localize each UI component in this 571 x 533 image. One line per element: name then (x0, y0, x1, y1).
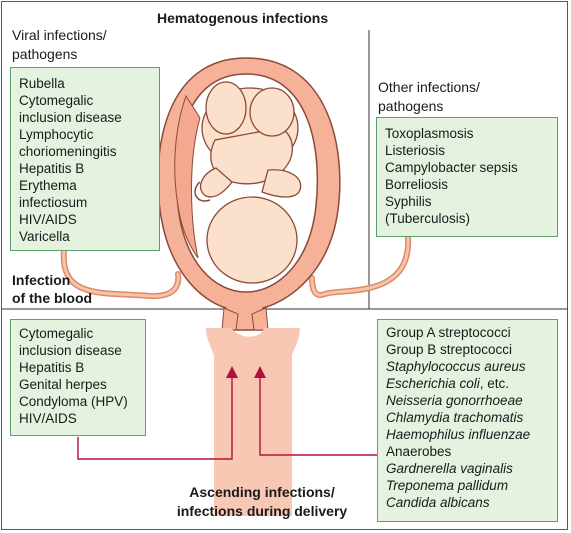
bacteria-item: Group B streptococci (386, 342, 513, 357)
ascending-left-item: inclusion disease (19, 343, 122, 358)
viral-item: Varicella (19, 229, 70, 244)
bacteria-item: Gardnerella vaginalis (386, 461, 513, 476)
viral-pathogens-box: Rubella Cytomegalic inclusion disease Ly… (10, 67, 160, 251)
bacteria-item: Anaerobes (386, 444, 452, 459)
other-item: Syphilis (385, 194, 432, 209)
bacteria-name: Escherichia coli (386, 376, 480, 391)
fetus (199, 81, 302, 284)
bacteria-item: Treponema pallidum (386, 478, 509, 493)
viral-item: choriomeningitis (19, 144, 117, 159)
ascending-left-item: Hepatitis B (19, 360, 85, 375)
bacteria-item: Haemophilus influenzae (386, 427, 531, 442)
ascending-left-item: Cytomegalic (19, 326, 94, 341)
ascending-left-item: Genital herpes (19, 377, 107, 392)
bacteria-item: Chlamydia trachomatis (386, 410, 524, 425)
other-item: Listeriosis (385, 143, 446, 158)
other-pathogens-box: Toxoplasmosis Listeriosis Campylobacter … (376, 117, 558, 237)
viral-item: inclusion disease (19, 110, 122, 125)
ascending-right-box: Group A streptococci Group B streptococc… (377, 319, 558, 522)
viral-item: Cytomegalic (19, 93, 94, 108)
pointer-right (259, 376, 378, 456)
viral-item: Rubella (19, 76, 65, 91)
bacteria-item: Candida albicans (386, 495, 490, 510)
viral-item: Erythema (19, 178, 77, 193)
vessel-right-inner (310, 235, 410, 297)
bacteria-item: Neisseria gonorrhoeae (386, 393, 523, 408)
blood-heading: Infection of the blood (12, 272, 93, 306)
bacteria-item: Escherichia coli, etc. (386, 375, 549, 392)
pointer-left (77, 376, 233, 460)
ascending-left-item: Condyloma (HPV) (19, 394, 128, 409)
bacteria-item: Group A streptococci (386, 325, 511, 340)
other-item: Toxoplasmosis (385, 126, 474, 141)
hematogenous-heading: Hematogenous infections (157, 10, 329, 26)
vessel-left-inner (62, 249, 180, 298)
cervix (221, 307, 269, 331)
viral-item: infectiosum (19, 195, 88, 210)
placenta (174, 94, 201, 259)
bacteria-suffix: , etc. (479, 376, 510, 391)
viral-item: Lymphocytic (19, 127, 94, 142)
other-item: Campylobacter sepsis (385, 160, 518, 175)
pointer-left-arrowhead (226, 366, 238, 378)
ascending-heading: Ascending infections/ infections during … (176, 484, 348, 519)
pointer-right-arrowhead (254, 366, 266, 378)
other-item: (Tuberculosis) (385, 211, 471, 226)
other-heading: Other infections/ pathogens (378, 79, 480, 114)
viral-item: HIV/AIDS (19, 212, 77, 227)
umbilical-cord (194, 181, 211, 202)
ascending-left-box: Cytomegalic inclusion disease Hepatitis … (10, 319, 146, 436)
bacteria-item: Staphylococcus aureus (386, 359, 526, 374)
ascending-left-item: HIV/AIDS (19, 411, 77, 426)
viral-heading: Viral infections/ pathogens (12, 27, 107, 62)
viral-item: Hepatitis B (19, 161, 85, 176)
other-item: Borreliosis (385, 177, 449, 192)
